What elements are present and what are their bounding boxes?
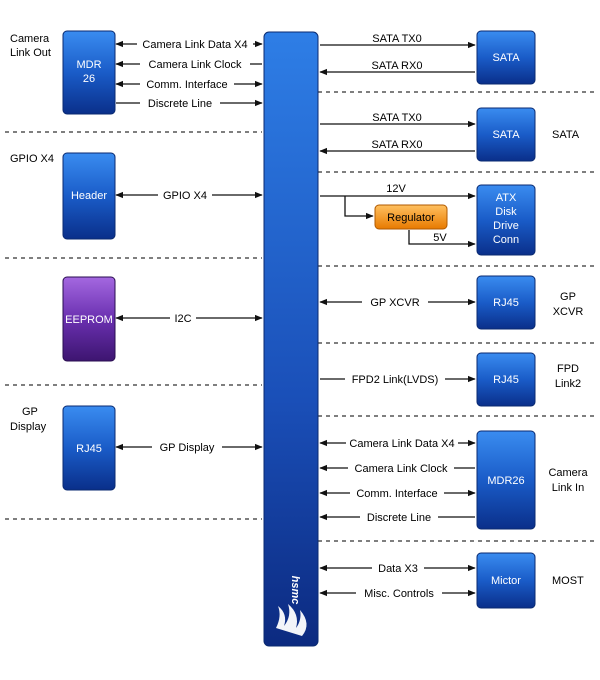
section-label-gp-xcvr-1: GP	[560, 291, 576, 303]
hsmc-connector-bar	[263, 31, 319, 647]
rj45-xcvr-block	[476, 275, 536, 330]
signal-data-x3: Data X3	[378, 563, 418, 575]
mdr26-in-block	[476, 430, 536, 530]
signal-gp-xcvr: GP XCVR	[370, 297, 419, 309]
atx-label-1: ATX	[496, 192, 517, 204]
section-dividers	[5, 91, 598, 542]
header-block	[62, 152, 116, 240]
signal-gp-display: GP Display	[160, 442, 215, 454]
sata-block-2	[476, 107, 536, 162]
eeprom-block	[62, 276, 116, 362]
sata-block-1	[476, 30, 536, 85]
mdr26-out-label-2: 26	[83, 73, 95, 85]
rj45-fpd-block	[476, 352, 536, 407]
atx-label-4: Conn	[493, 234, 519, 246]
section-label-gp-display-1: GP	[22, 406, 38, 418]
signal-cl-clock-in: Camera Link Clock	[355, 463, 448, 475]
section-label-fpd-link2-1: FPD	[557, 363, 579, 375]
signal-sata-rx0-1: SATA RX0	[372, 60, 423, 72]
arrow-5v	[408, 230, 476, 248]
atx-connector-block	[476, 184, 536, 256]
signal-sata-tx0-2: SATA TX0	[372, 112, 422, 124]
sata-block-2-label: SATA	[492, 129, 520, 141]
signal-i2c: I2C	[174, 313, 191, 325]
section-label-gpio: GPIO X4	[10, 153, 54, 165]
section-label-camera-link-out-1: Camera	[10, 33, 50, 45]
signal-sata-rx0-2: SATA RX0	[372, 139, 423, 151]
flame-icon	[276, 604, 307, 636]
regulator-block	[374, 204, 448, 230]
header-label: Header	[71, 190, 107, 202]
signal-discrete-line: Discrete Line	[148, 98, 212, 110]
rj45-fpd-label: RJ45	[493, 374, 519, 386]
section-label-camera-link-in-1: Camera	[548, 467, 588, 479]
mdr26-out-label-1: MDR	[76, 59, 101, 71]
section-label-sata: SATA	[552, 129, 580, 141]
mictor-block	[476, 552, 536, 609]
section-label-gp-display-2: Display	[10, 421, 47, 433]
hsmc-logo-text: hsmc	[289, 576, 301, 605]
eeprom-label: EEPROM	[65, 314, 113, 326]
arrow-to-regulator	[344, 196, 374, 220]
atx-label-3: Drive	[493, 220, 519, 232]
signal-misc-controls: Misc. Controls	[364, 588, 434, 600]
signal-gpio-x4: GPIO X4	[163, 190, 207, 202]
signal-comm-interface-in: Comm. Interface	[356, 488, 437, 500]
mdr26-in-label: MDR26	[487, 475, 524, 487]
section-label-gp-xcvr-2: XCVR	[553, 306, 584, 318]
signal-comm-interface: Comm. Interface	[146, 79, 227, 91]
regulator-label: Regulator	[387, 212, 435, 224]
section-label-camera-link-out-2: Link Out	[10, 47, 51, 59]
mdr26-out-block	[62, 30, 116, 115]
section-label-most: MOST	[552, 575, 584, 587]
signal-cl-clock: Camera Link Clock	[149, 59, 242, 71]
section-label-fpd-link2-2: Link2	[555, 378, 581, 390]
hsmc-logo: hsmc	[276, 576, 307, 636]
rj45-xcvr-label: RJ45	[493, 297, 519, 309]
signal-12v: 12V	[386, 183, 406, 195]
signal-cl-data-x4: Camera Link Data X4	[142, 39, 247, 51]
section-label-camera-link-in-2: Link In	[552, 482, 584, 494]
signal-sata-tx0-1: SATA TX0	[372, 33, 422, 45]
signal-fpd2-link: FPD2 Link(LVDS)	[352, 374, 439, 386]
signal-discrete-line-in: Discrete Line	[367, 512, 431, 524]
signal-cl-data-x4-in: Camera Link Data X4	[349, 438, 454, 450]
signal-5v: 5V	[433, 232, 447, 244]
rj45-display-label: RJ45	[76, 443, 102, 455]
sata-block-1-label: SATA	[492, 52, 520, 64]
atx-label-2: Disk	[495, 206, 517, 218]
mictor-label: Mictor	[491, 575, 521, 587]
rj45-display-block	[62, 405, 116, 491]
